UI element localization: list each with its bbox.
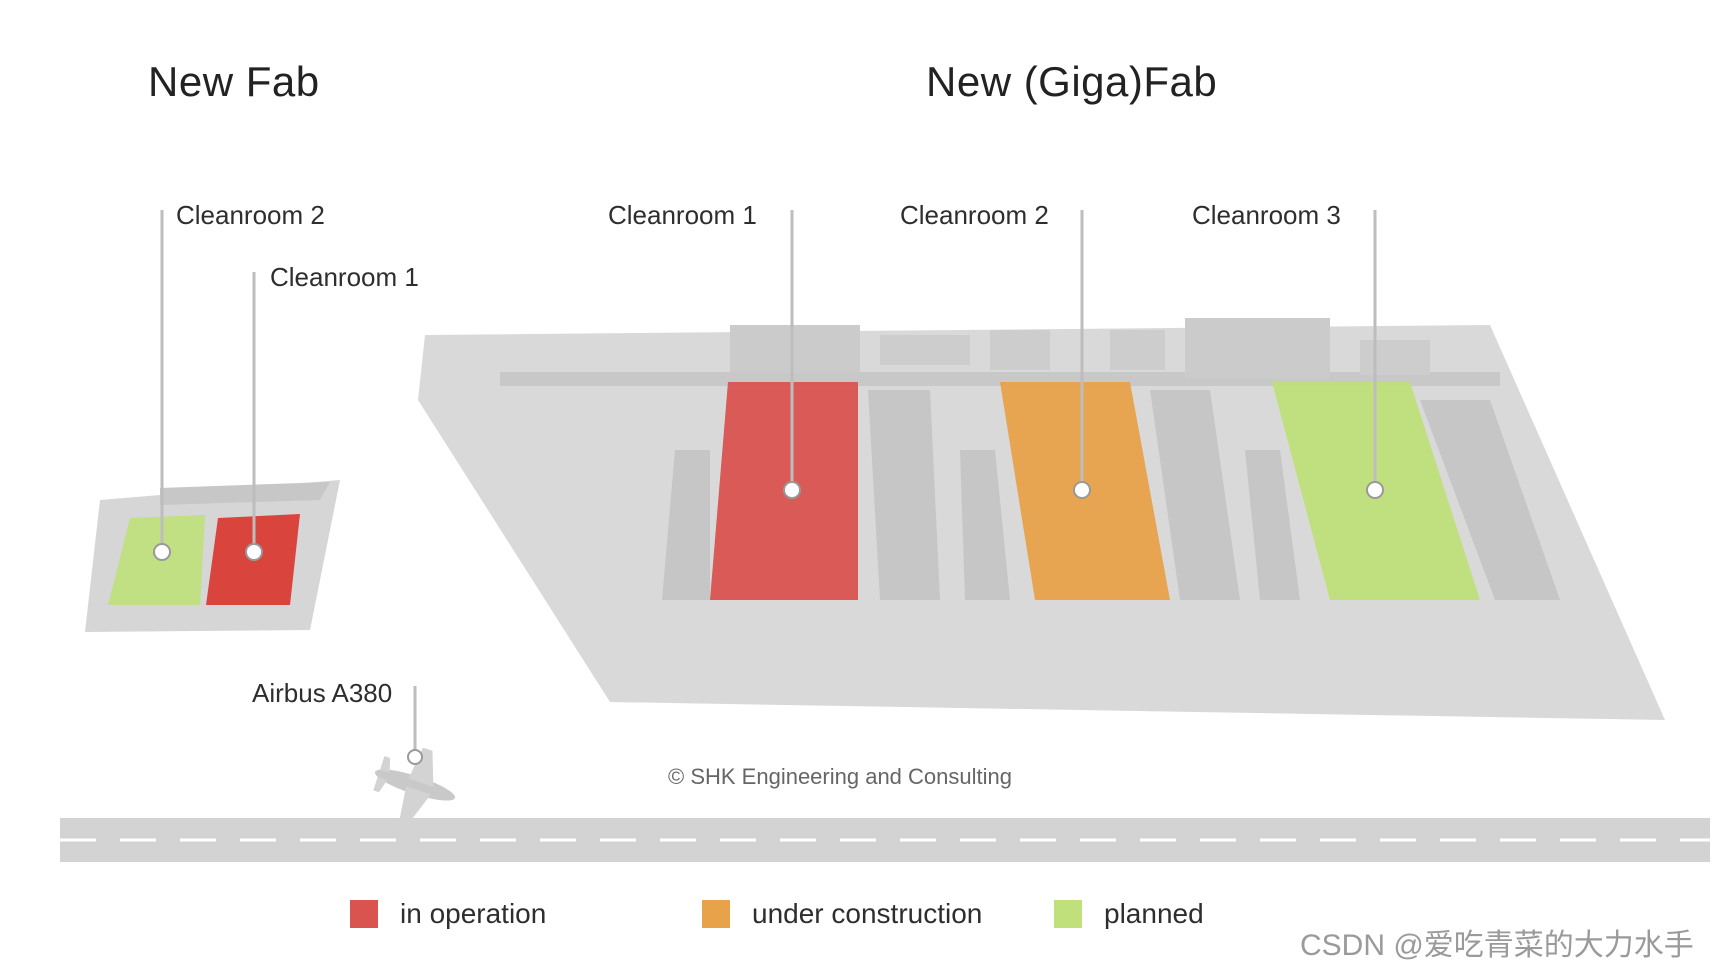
- credit-text: © SHK Engineering and Consulting: [668, 764, 1012, 789]
- legend-label: planned: [1104, 898, 1204, 929]
- legend-under-construction: under construction: [702, 898, 982, 930]
- legend-swatch: [702, 900, 730, 928]
- giga-fab-site: [418, 210, 1665, 720]
- new-fab-site: [85, 210, 340, 632]
- airplane-icon: [373, 747, 456, 823]
- giga-fab-title: New (Giga)Fab: [926, 58, 1218, 105]
- watermark: CSDN @爱吃青菜的大力水手: [1300, 929, 1694, 962]
- giga-cleanroom-1-label: Cleanroom 1: [608, 200, 757, 230]
- new-fab-title: New Fab: [148, 58, 320, 105]
- new-fab-cleanroom-1-label: Cleanroom 1: [270, 262, 419, 292]
- legend-label: in operation: [400, 898, 547, 929]
- legend-swatch: [350, 900, 378, 928]
- airplane-label: Airbus A380: [252, 678, 393, 708]
- new-fab-cleanroom-2-label: Cleanroom 2: [176, 200, 325, 230]
- new-fab-cleanroom-2-block: [108, 515, 205, 605]
- legend-planned: planned: [1054, 898, 1204, 930]
- legend-label: under construction: [752, 898, 983, 929]
- runway: [60, 818, 1710, 862]
- legend-in-operation: in operation: [350, 898, 546, 930]
- legend-swatch: [1054, 900, 1082, 928]
- giga-cleanroom-3-label: Cleanroom 3: [1192, 200, 1341, 230]
- giga-cleanroom-2-label: Cleanroom 2: [900, 200, 1049, 230]
